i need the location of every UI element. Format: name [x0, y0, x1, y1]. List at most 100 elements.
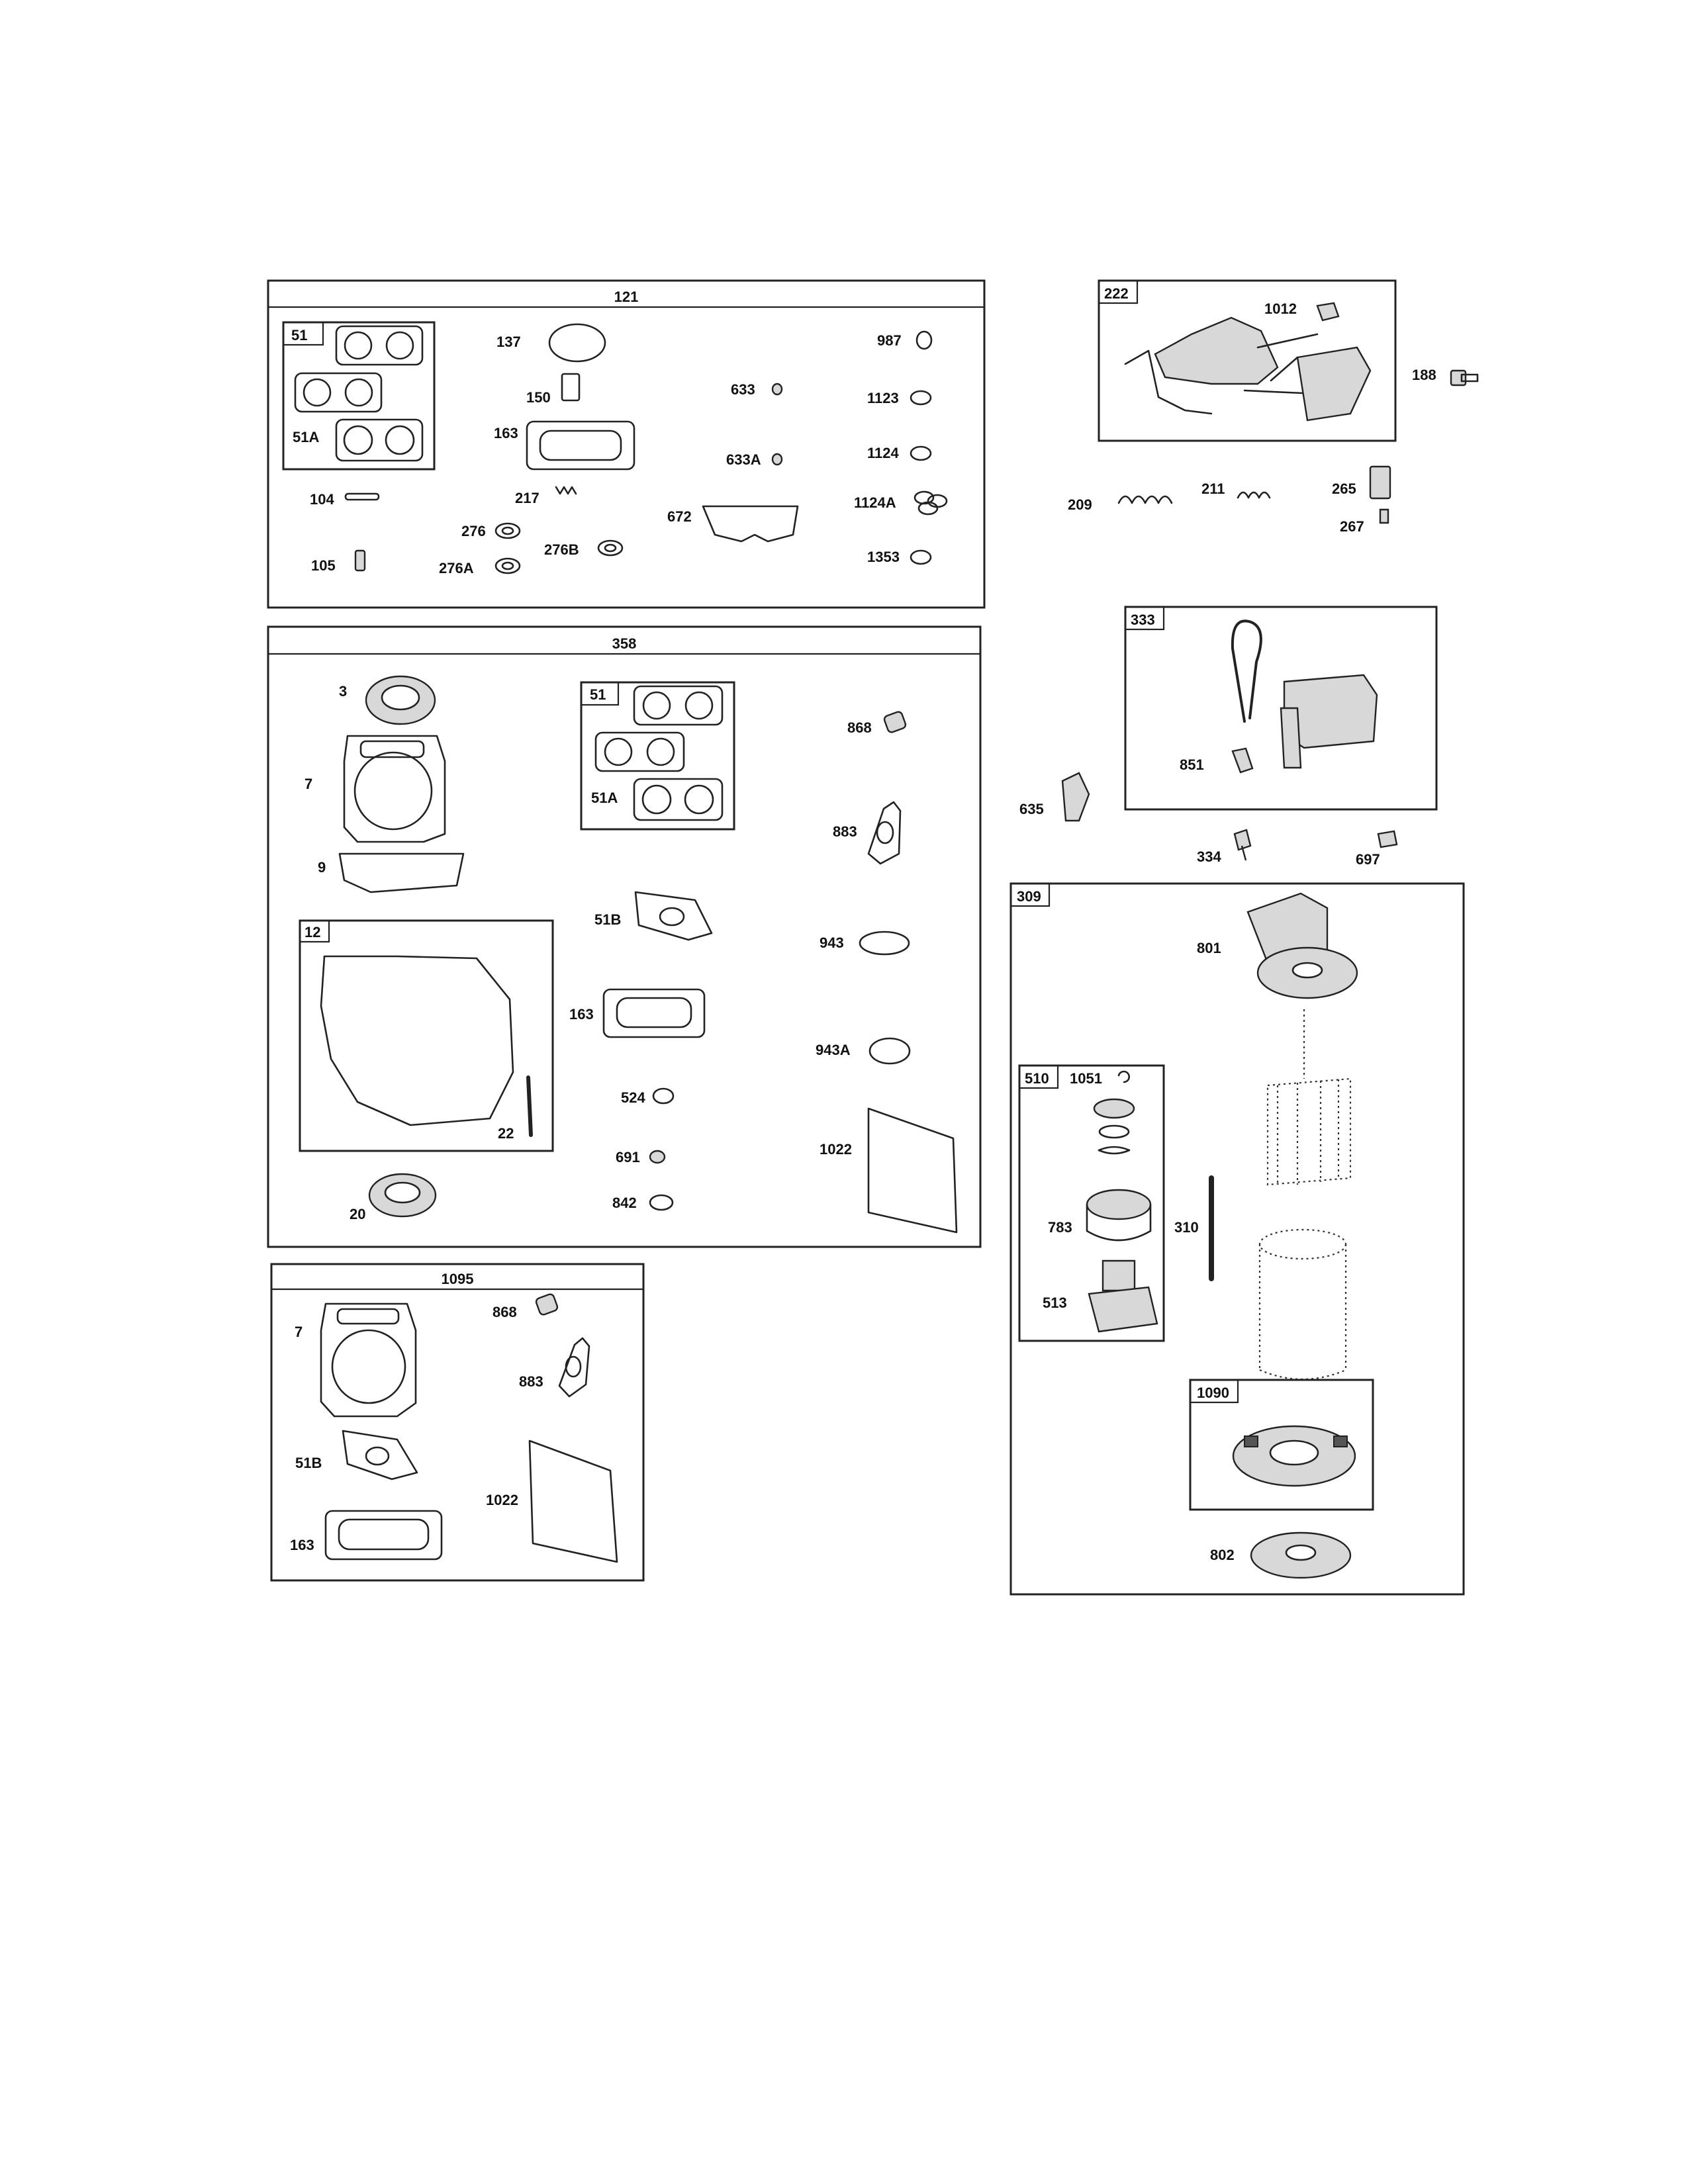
- label-868-2: 868: [492, 1304, 517, 1320]
- gasket-163-358: [602, 988, 706, 1038]
- washer-276A: [494, 557, 521, 574]
- screw-334: [1233, 829, 1252, 861]
- label-943: 943: [820, 934, 844, 951]
- stop-nut: [1093, 1098, 1135, 1119]
- label-801: 801: [1197, 940, 1221, 956]
- label-334: 334: [1197, 848, 1221, 865]
- governor-bracket-222: [1124, 316, 1372, 422]
- pin-104: [344, 492, 380, 501]
- kit-510-title: 510: [1025, 1070, 1049, 1087]
- ring-943A: [868, 1037, 911, 1065]
- label-868: 868: [847, 719, 872, 736]
- washer-510: [1098, 1124, 1130, 1139]
- label-209: 209: [1068, 496, 1092, 513]
- clip-1051: [1117, 1070, 1130, 1083]
- gasket-163-1095: [324, 1510, 443, 1561]
- label-217: 217: [515, 490, 539, 506]
- label-851: 851: [1180, 756, 1204, 773]
- intake-gasket-51: [335, 325, 424, 366]
- label-163-3: 163: [290, 1537, 314, 1553]
- kit-1095-panel: 1095 7 51B 163 868 883 1022: [270, 1263, 645, 1582]
- ring-943: [859, 931, 910, 956]
- gasket-672: [702, 505, 799, 543]
- plug-868: [883, 711, 907, 733]
- crankcase-gasket-12: [320, 955, 514, 1126]
- ring-1353: [910, 549, 932, 565]
- kit-309-panel: 309 801 310 510 1051: [1009, 882, 1465, 1596]
- label-633: 633: [731, 381, 755, 398]
- label-633A: 633A: [726, 451, 761, 468]
- kit-1090-title: 1090: [1197, 1385, 1229, 1401]
- ring-842: [649, 1194, 674, 1211]
- kit-1095-title: 1095: [442, 1271, 474, 1287]
- label-7: 7: [305, 776, 312, 792]
- label-783: 783: [1048, 1219, 1072, 1236]
- gasket-1022: [867, 1107, 958, 1234]
- kit-51-title-2: 51: [590, 686, 606, 703]
- label-943A: 943A: [816, 1042, 851, 1058]
- label-7-2: 7: [295, 1324, 303, 1340]
- end-plate-802: [1250, 1531, 1352, 1579]
- label-1123: 1123: [867, 390, 899, 406]
- part-691: [649, 1150, 666, 1164]
- spring-209: [1117, 495, 1173, 504]
- washer-276: [494, 522, 521, 539]
- end-cap-801: [1246, 892, 1358, 999]
- label-883-2: 883: [519, 1373, 543, 1390]
- part-633A: [771, 453, 783, 466]
- screw-267: [1379, 508, 1389, 524]
- label-267: 267: [1340, 518, 1364, 535]
- spring-510: [1098, 1146, 1131, 1155]
- part-633: [771, 383, 783, 396]
- intake-gasket-51-358: [594, 685, 724, 821]
- head-gasket-7-1095: [320, 1302, 417, 1418]
- label-3: 3: [339, 683, 347, 700]
- fitting-105: [354, 549, 366, 572]
- label-22: 22: [498, 1125, 514, 1142]
- label-1051: 1051: [1070, 1070, 1102, 1087]
- label-150: 150: [526, 389, 551, 406]
- label-1124A: 1124A: [854, 494, 896, 511]
- spark-plug-boot-635: [1061, 772, 1090, 822]
- ring-524: [652, 1087, 675, 1105]
- screw-697: [1377, 830, 1398, 848]
- washer-276B: [597, 539, 624, 557]
- label-691: 691: [616, 1149, 640, 1165]
- label-163: 163: [494, 425, 518, 441]
- label-513: 513: [1043, 1295, 1067, 1311]
- label-276A: 276A: [439, 560, 474, 576]
- head-gasket-7: [343, 735, 446, 843]
- label-265: 265: [1332, 480, 1356, 497]
- part-1012: [1316, 302, 1340, 322]
- kit-12-title: 12: [305, 924, 320, 940]
- label-697: 697: [1356, 851, 1380, 868]
- label-137: 137: [496, 334, 521, 350]
- label-635: 635: [1019, 801, 1044, 817]
- label-1022-2: 1022: [486, 1492, 518, 1508]
- intake-gasket-51A: [335, 418, 424, 462]
- label-1012: 1012: [1264, 300, 1297, 317]
- gasket-1022-1095: [528, 1439, 618, 1563]
- ignition-coil-333: [1231, 619, 1378, 769]
- label-802: 802: [1210, 1547, 1235, 1563]
- ring-1124: [910, 445, 932, 461]
- bolt-188: [1450, 369, 1479, 387]
- kit-309-title: 309: [1017, 888, 1041, 905]
- kit-222-title: 222: [1104, 285, 1129, 302]
- label-104: 104: [310, 491, 334, 508]
- label-105: 105: [311, 557, 336, 574]
- gasket-883-1095: [558, 1337, 590, 1398]
- kit-121-panel: 121 51 51A 137 150 163 217 1: [267, 279, 986, 609]
- kit-333-panel: 333 851: [1124, 606, 1438, 811]
- label-276B: 276B: [544, 541, 579, 558]
- label-524: 524: [621, 1089, 645, 1106]
- drive-513: [1088, 1259, 1158, 1333]
- part-265: [1369, 465, 1391, 500]
- spring-217: [555, 486, 577, 495]
- spring-211: [1237, 491, 1271, 499]
- label-20: 20: [350, 1206, 365, 1222]
- label-672: 672: [667, 508, 692, 525]
- motor-housing: [1258, 1228, 1347, 1381]
- kit-358-panel: 358 3 7 9 12 22 20 51: [267, 625, 982, 1248]
